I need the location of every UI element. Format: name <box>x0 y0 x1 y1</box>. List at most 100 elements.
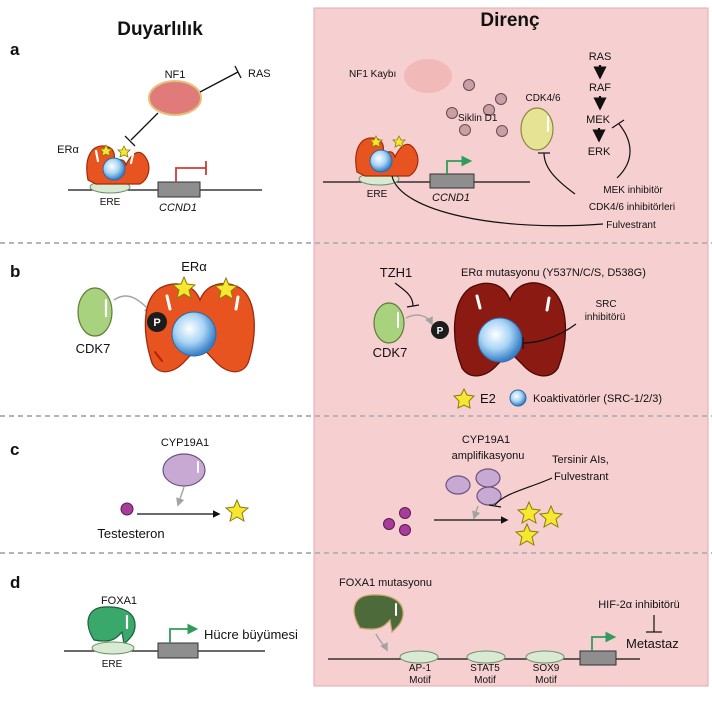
panel-b-right: TZH1 CDK7 P ERα mutasyonu (Y537N/C/S, D5… <box>373 265 662 409</box>
cyp19a1-amp-label-1: CYP19A1 <box>462 434 510 446</box>
phosphate-label-right: P <box>437 326 444 337</box>
motif-stat5-suffix: Motif <box>474 675 496 686</box>
testosterone-label: Testesteron <box>97 526 164 541</box>
legend-e2-label: E2 <box>480 391 496 406</box>
panel-c-left: CYP19A1 Testesteron <box>97 437 250 541</box>
foxa1-gray-arrow <box>375 633 388 652</box>
cdk46-label: CDK4/6 <box>525 93 560 104</box>
motif-stat5-name: STAT5 <box>470 663 500 674</box>
panel-a-left: NF1 RAS ERE ERα CCND1 <box>57 65 271 214</box>
er-mutation-label: ERα mutasyonu (Y537N/C/S, D538G) <box>461 267 646 279</box>
cyp19a1-amp-label-2: amplifikasyonu <box>452 450 525 462</box>
nf1-label: NF1 <box>165 69 186 81</box>
legend-e2-star <box>452 387 476 409</box>
fulvestrant-line <box>391 175 604 227</box>
e2-star <box>117 145 131 158</box>
ccnd1-label: CCND1 <box>159 202 197 214</box>
panel-dividers <box>0 242 712 554</box>
pathway-mek: MEK <box>586 114 611 126</box>
nf1-ras-inhibition <box>199 71 239 93</box>
testosterone-molecules <box>383 507 411 536</box>
drug-fulvestrant-c: Fulvestrant <box>554 471 608 483</box>
panel-letter-a: a <box>10 40 20 59</box>
estrogen-stars <box>514 500 564 547</box>
src-inhibitor-line <box>522 323 577 344</box>
phosphate-label: P <box>153 317 160 329</box>
foxa1-label: FOXA1 <box>101 595 137 607</box>
drug-reversible-ais: Tersinir AIs, <box>552 454 609 466</box>
column-title-sensitivity: Duyarlılık <box>117 19 203 40</box>
drug-cdk46-inhibitors: CDK4/6 inhibitörleri <box>589 202 675 213</box>
er-alpha-large-label: ERα <box>181 259 207 274</box>
metastasis-label: Metastaz <box>626 636 679 651</box>
cdk46-protein <box>520 107 554 151</box>
drug-fulvestrant: Fulvestrant <box>606 220 656 231</box>
cyclin-d1-label: Siklin D1 <box>458 113 498 124</box>
motif-ap1-name: AP-1 <box>409 663 432 674</box>
er-alpha-dimer <box>86 145 150 185</box>
panel-letter-d: d <box>10 573 20 592</box>
foxa1-protein <box>87 606 136 646</box>
er-alpha-mutant <box>453 282 567 377</box>
src-inhibitor-label-1: SRC <box>595 299 616 310</box>
drug-mek-inhibitor: MEK inhibitör <box>603 185 663 196</box>
e2-star <box>213 276 239 301</box>
cyp19a1-label: CYP19A1 <box>161 437 209 449</box>
foxa1-mutant-protein <box>353 594 404 634</box>
hif2a-inhibitor-label: HIF-2α inhibitörü <box>598 599 680 611</box>
e2-star <box>392 135 406 148</box>
ere-label: ERE <box>100 197 121 208</box>
pathway-raf: RAF <box>589 82 611 94</box>
enzyme-gray-arrow-right <box>472 505 481 520</box>
growth-promoter-arrow <box>169 623 199 643</box>
ras-label: RAS <box>248 68 271 80</box>
ccnd1-active-promoter <box>446 155 473 174</box>
estrogen-star <box>224 498 250 523</box>
phosphate-badge-right <box>431 321 449 339</box>
e2-star <box>369 135 383 148</box>
er-alpha-label: ERα <box>57 144 79 156</box>
growth-gene-box <box>157 642 199 659</box>
legend-coactivator-icon <box>509 389 527 407</box>
nf1-loss-protein <box>404 59 452 93</box>
er-alpha-dimer-right <box>355 137 419 177</box>
cdk46-inhibitor-line <box>543 152 576 195</box>
panel-d-right: FOXA1 mutasyonu AP-1 Motif STAT5 Motif S… <box>328 577 680 686</box>
ere-label-right: ERE <box>367 189 388 200</box>
motif-boxes <box>399 650 565 664</box>
enzyme-gray-arrow <box>176 486 185 507</box>
cyclin-d1-molecules <box>446 79 508 137</box>
cdk7-label: CDK7 <box>76 341 111 356</box>
panel-c-right: CYP19A1 amplifikasyonu Tersinir AIs, Ful… <box>383 434 609 547</box>
testosterone-molecule <box>120 502 134 516</box>
panel-b-left: CDK7 ERα P <box>76 259 255 373</box>
legend-coactivator-label: Koaktivatörler (SRC-1/2/3) <box>533 393 662 405</box>
cdk7-protein-right <box>373 302 405 344</box>
ccnd1-blocked-promoter <box>175 167 206 182</box>
panel-a-right: NF1 Kaybı Siklin D1 CDK4/6 ERE CCND1 RAS… <box>323 51 675 231</box>
e2-star <box>99 144 113 157</box>
cell-growth-label: Hücre büyümesi <box>204 627 298 642</box>
motif-ap1-suffix: Motif <box>409 675 431 686</box>
pathway-erk: ERK <box>588 146 611 158</box>
panel-letter-c: c <box>10 440 19 459</box>
metastasis-gene-box <box>579 650 617 666</box>
nf1-er-inhibition <box>130 112 159 141</box>
ccnd1-label-right: CCND1 <box>432 192 470 204</box>
cyp19a1-protein <box>162 453 206 487</box>
tzh1-inhibition <box>394 282 414 307</box>
src-inhibitor-label-2: inhibitörü <box>585 312 626 323</box>
metastasis-promoter-arrow <box>591 631 617 651</box>
foxa1-mutation-label: FOXA1 mutasyonu <box>339 577 432 589</box>
phosphate-badge <box>147 312 167 332</box>
ere-box-d <box>91 641 135 655</box>
cdk7-protein <box>77 287 113 337</box>
panel-letter-b: b <box>10 262 20 281</box>
cyp19a1-amplified-proteins <box>445 468 502 506</box>
ere-label-d: ERE <box>102 659 123 670</box>
cdk7-to-mutant-arrow <box>405 314 433 326</box>
motif-sox9-name: SOX9 <box>533 663 560 674</box>
mek-inhibitor-line <box>616 123 631 179</box>
nf1-loss-label: NF1 Kaybı <box>349 69 396 80</box>
